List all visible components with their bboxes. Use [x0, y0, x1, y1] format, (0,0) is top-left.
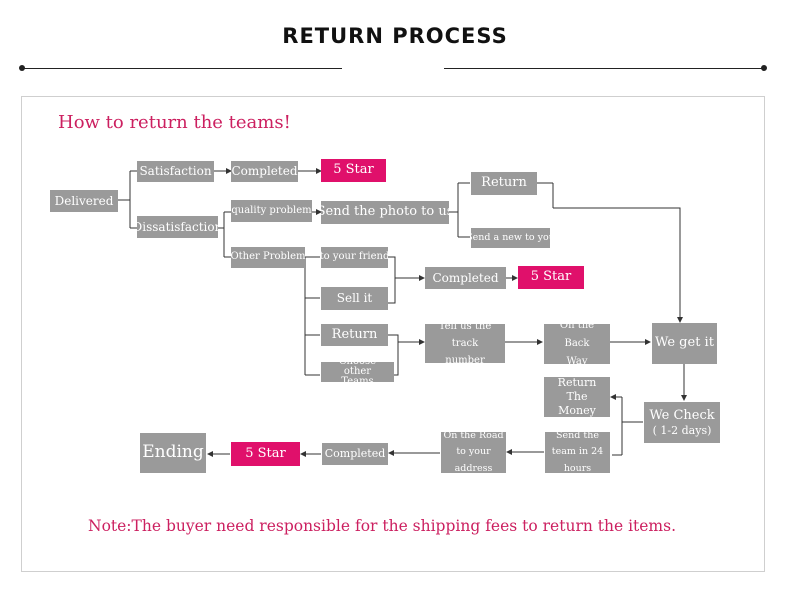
- node-five-star-bottom: 5 Star: [231, 442, 300, 466]
- node-send-new: Send a new to you: [471, 228, 550, 248]
- we-check-label: We Check: [649, 407, 715, 423]
- rule-dot-right: [761, 65, 767, 71]
- node-on-back-way: On the Back Way: [544, 324, 610, 364]
- node-delivered: Delivered: [50, 190, 118, 212]
- rule-left: [22, 68, 342, 69]
- shipping-note: Note:The buyer need responsible for the …: [88, 517, 677, 535]
- node-we-get-it: We get it: [652, 323, 717, 364]
- node-quality-problem: quality problem: [231, 200, 312, 222]
- node-sell-it: Sell it: [321, 287, 388, 310]
- node-send-team: Send the team in 24 hours: [545, 432, 610, 473]
- node-on-road: On the Road to your address: [441, 432, 506, 473]
- node-return-top: Return: [471, 172, 537, 195]
- node-satisfaction: Satisfaction: [137, 161, 214, 182]
- node-to-friend: to your friend: [321, 247, 388, 268]
- node-return-mid: Return: [321, 324, 388, 346]
- node-completed-top: Completed: [231, 161, 298, 182]
- node-send-photo: Send the photo to us: [321, 201, 449, 224]
- we-check-days: ( 1-2 days): [652, 423, 712, 437]
- node-five-star-mid: 5 Star: [518, 266, 584, 289]
- rule-right: [444, 68, 764, 69]
- node-completed-bottom: Completed: [322, 443, 388, 465]
- node-choose-other: Choose other Teams: [321, 362, 394, 382]
- diagram-frame: [21, 96, 765, 572]
- node-we-check: We Check ( 1-2 days): [644, 402, 720, 443]
- diagram-heading: How to return the teams!: [58, 112, 291, 133]
- node-five-star-top: 5 Star: [321, 159, 386, 182]
- node-dissatisfaction: Dissatisfaction: [137, 216, 218, 238]
- node-tell-track: Tell us the track number: [425, 324, 505, 363]
- node-completed-mid: Completed: [425, 267, 506, 289]
- node-ending: Ending: [140, 433, 206, 473]
- node-other-problem: Other Problem: [231, 247, 305, 268]
- node-return-money: Return The Money: [544, 377, 610, 417]
- page-title: RETURN PROCESS: [282, 24, 508, 48]
